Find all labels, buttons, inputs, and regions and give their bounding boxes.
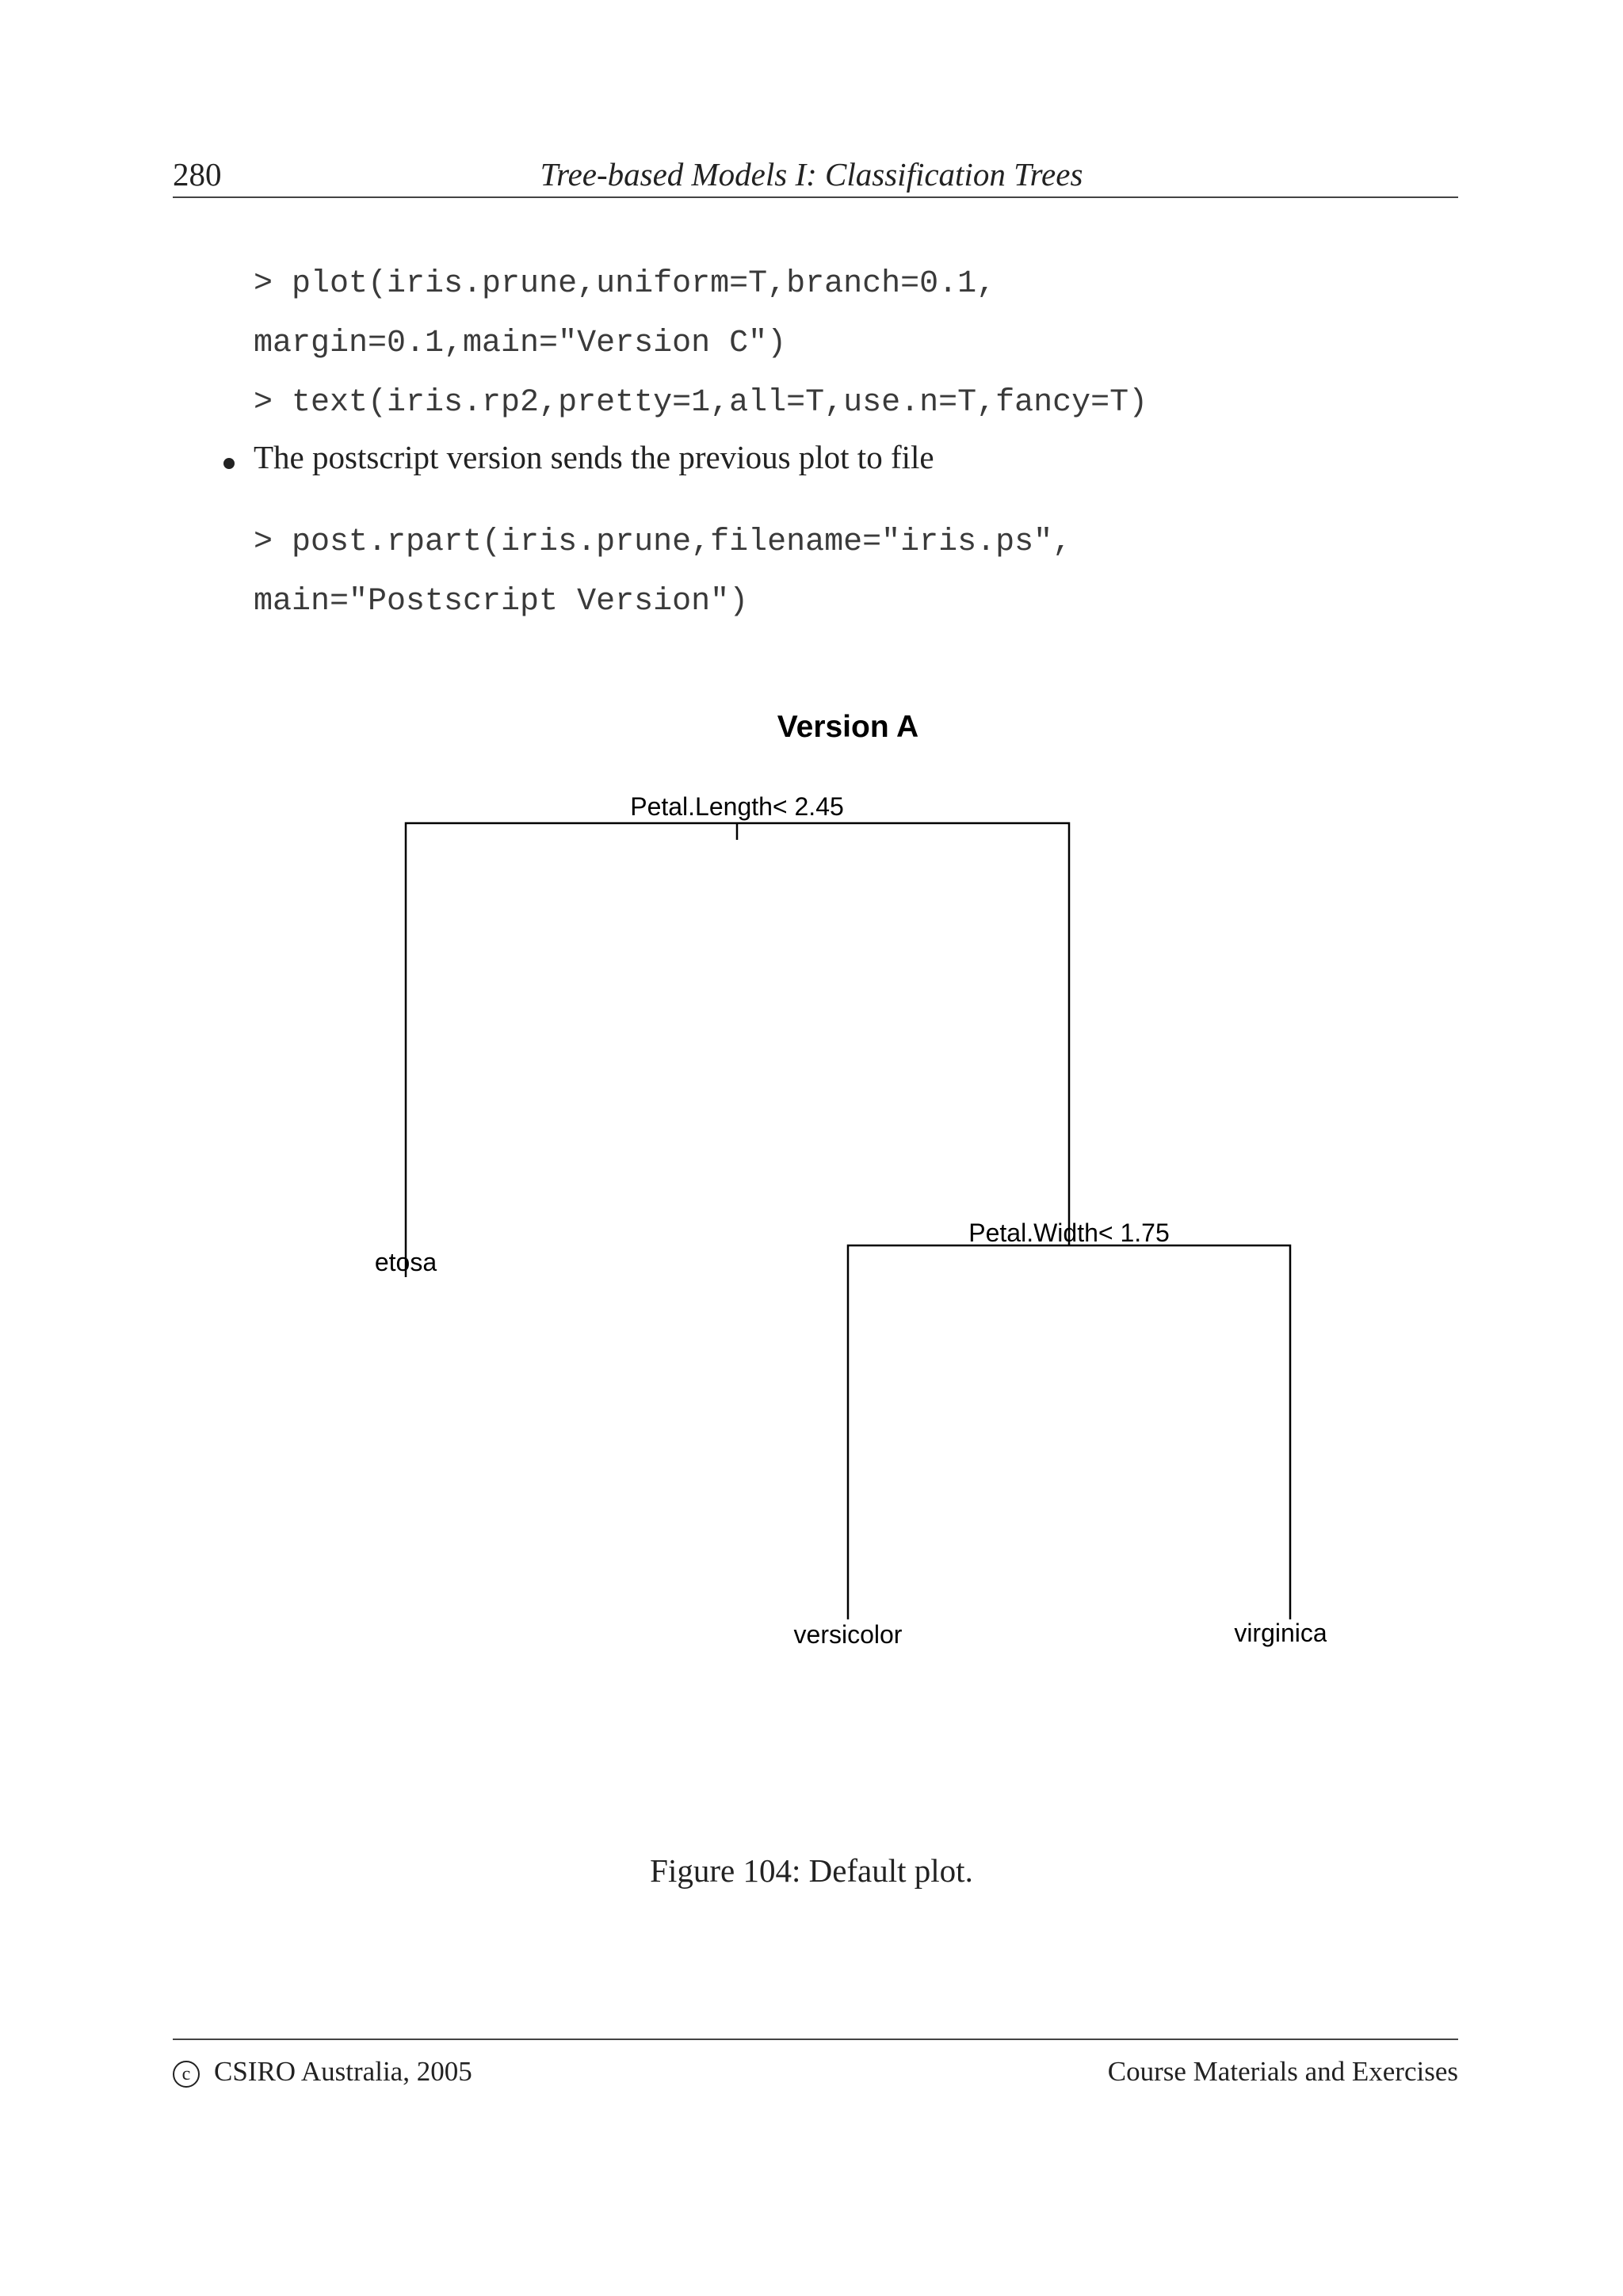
- footer-right-text: Course Materials and Exercises: [1107, 2056, 1458, 2087]
- bullet-text: The postscript version sends the previou…: [254, 439, 934, 475]
- running-title: Tree-based Models I: Classification Tree…: [540, 156, 1083, 193]
- tree-branches: [404, 822, 1292, 1619]
- bullet-dot: [223, 458, 235, 469]
- root-split-branch: [404, 822, 1071, 1277]
- code-line: > plot(iris.prune,uniform=T,branch=0.1,: [254, 266, 996, 302]
- leaf-label-middle: versicolor: [794, 1620, 903, 1649]
- root-split-label: Petal.Length< 2.45: [630, 792, 844, 821]
- figure-caption: Figure 104: Default plot.: [650, 1852, 973, 1889]
- code-line: > post.rpart(iris.prune,filename="iris.p…: [254, 524, 1072, 560]
- page-number: 280: [173, 156, 222, 193]
- inner-split-label: Petal.Width< 1.75: [968, 1219, 1169, 1247]
- code-line: main="Postscript Version"): [254, 584, 749, 620]
- footer-copyright: c CSIRO Australia, 2005: [173, 2056, 472, 2088]
- footer-left-text: CSIRO Australia, 2005: [214, 2056, 472, 2087]
- header-rule: [173, 196, 1458, 198]
- copyright-icon: c: [173, 2060, 200, 2088]
- code-line: margin=0.1,main="Version C"): [254, 326, 787, 361]
- code-line: > text(iris.rp2,pretty=1,all=T,use.n=T,f…: [254, 385, 1148, 421]
- figure-title: Version A: [777, 710, 918, 744]
- inner-split-branch: [846, 1244, 1292, 1619]
- footer-rule: [173, 2039, 1458, 2040]
- leaf-label-right: virginica: [1234, 1619, 1327, 1647]
- leaf-label-left: etosa: [375, 1248, 437, 1276]
